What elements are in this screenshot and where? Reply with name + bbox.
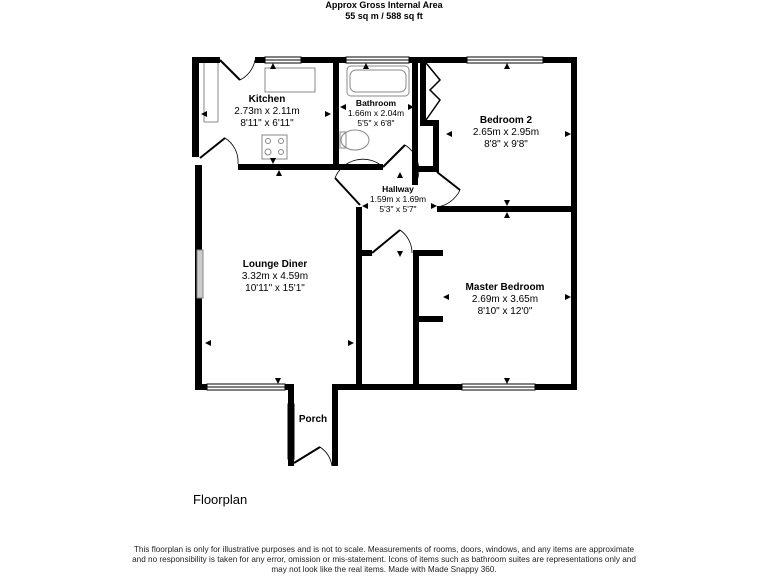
dimension-arrows [201,63,571,384]
room-bathroom: Bathroom 1.66m x 2.04m 5'5" x 6'8" [347,98,405,128]
doors [199,59,461,467]
radiator-icon [196,249,204,299]
windows [206,56,544,460]
floor-title: Floorplan [193,492,248,507]
toilet-icon [340,129,370,151]
fixtures [196,63,410,299]
area-title: Approx Gross Internal Area [325,0,443,10]
plan-header: Approx Gross Internal Area 55 sq m / 588… [0,0,768,22]
room-kitchen: Kitchen 2.73m x 2.11m 8'11" x 6'11" [234,94,300,129]
disclaimer: This floorplan is only for illustrative … [132,545,636,574]
area-value: 55 sq m / 588 sq ft [345,11,423,21]
room-bedroom-2: Bedroom 2 2.65m x 2.95m 8'8" x 9'8" [472,115,540,150]
room-hallway: Hallway 1.59m x 1.69m 5'3" x 5'7" [369,184,427,214]
room-master-bedroom: Master Bedroom 2.69m x 3.65m 8'10" x 12'… [465,282,545,317]
room-lounge-diner: Lounge Diner 3.32m x 4.59m 10'11" x 15'1… [241,259,309,294]
room-porch: Porch [298,414,328,425]
bath-icon [346,65,410,97]
hob-icon [261,134,288,160]
kitchen-sink-icon [264,67,316,93]
